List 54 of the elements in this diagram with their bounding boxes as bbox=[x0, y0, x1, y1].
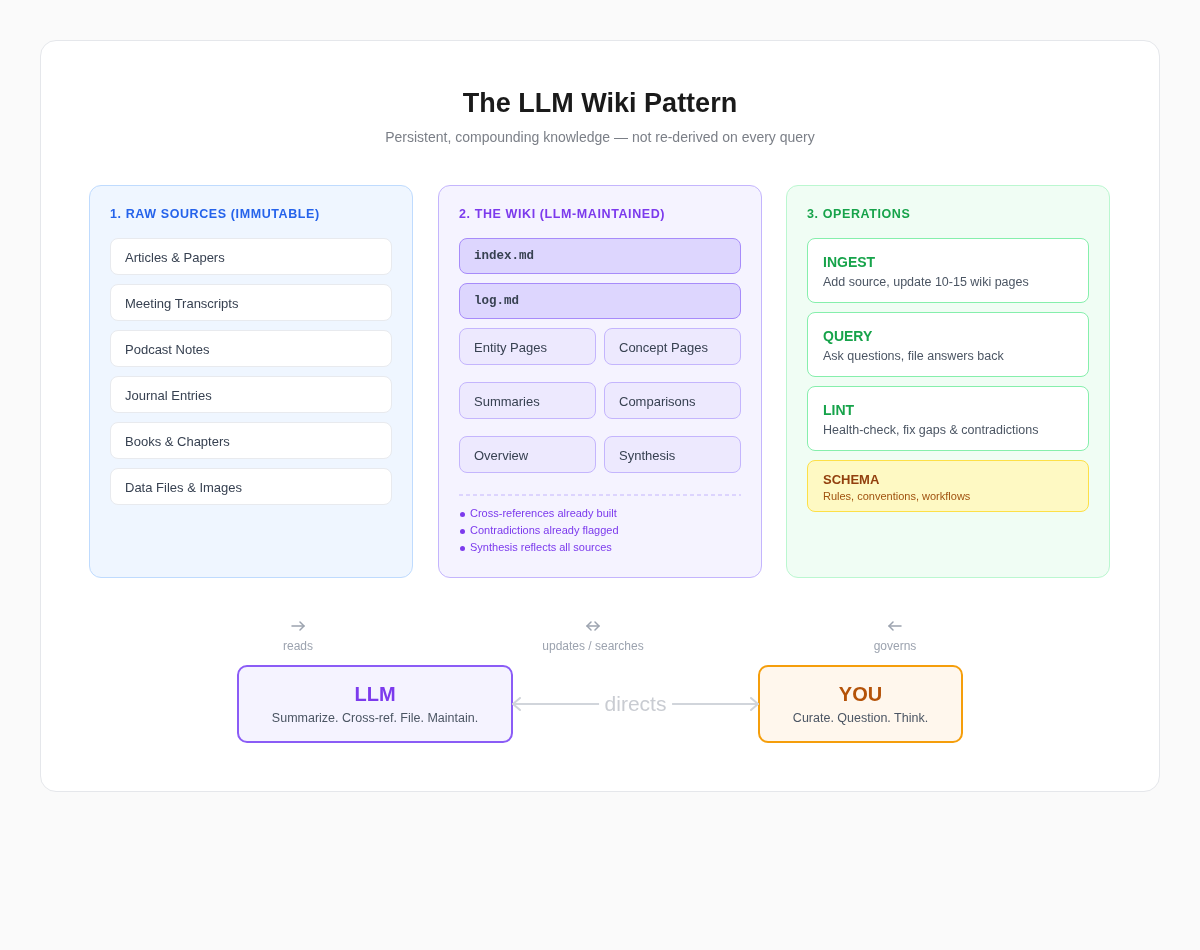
wiki-panel bbox=[438, 185, 762, 578]
item-label: log.md bbox=[474, 294, 519, 308]
item-label: Summaries bbox=[474, 393, 540, 408]
card-description: Add source, update 10-15 wiki pages bbox=[823, 275, 1029, 289]
card-description: Health-check, fix gaps & contradictions bbox=[823, 423, 1039, 437]
item-label: Entity Pages bbox=[474, 339, 547, 354]
item-label: Journal Entries bbox=[125, 387, 212, 402]
file-box bbox=[459, 283, 741, 319]
box-description: Summarize. Cross-ref. File. Maintain. bbox=[271, 711, 479, 725]
file-box bbox=[459, 238, 741, 274]
page-box bbox=[459, 436, 596, 473]
card-description: Ask questions, file answers back bbox=[823, 349, 1004, 363]
schema-card bbox=[807, 460, 1089, 512]
item-label: index.md bbox=[474, 249, 534, 263]
subtitle: Persistent, compounding knowledge — not re-derived on every query bbox=[385, 128, 815, 146]
diagram-title: The LLM Wiki Pattern bbox=[462, 88, 738, 118]
operation-card bbox=[807, 386, 1089, 451]
card-title: SCHEMA bbox=[823, 472, 880, 487]
item-label: Concept Pages bbox=[619, 339, 708, 354]
page-box bbox=[604, 436, 741, 473]
operations-panel bbox=[786, 185, 1110, 578]
page-box bbox=[604, 382, 741, 419]
card-title: LINT bbox=[823, 402, 855, 418]
source-panel bbox=[89, 185, 413, 578]
item-label: Podcast Notes bbox=[125, 341, 210, 356]
bullet-text: Contradictions already flagged bbox=[470, 524, 619, 536]
flow-label: governs bbox=[873, 638, 917, 654]
operation-card bbox=[807, 312, 1089, 377]
item-label: Articles & Papers bbox=[125, 249, 225, 264]
box-description: Curate. Question. Think. bbox=[792, 711, 929, 725]
flow-label: reads bbox=[283, 638, 313, 654]
item-label: Synthesis bbox=[619, 447, 676, 462]
bullet-text: Synthesis reflects all sources bbox=[470, 541, 612, 553]
page-box bbox=[459, 328, 596, 365]
card-title: QUERY bbox=[823, 328, 873, 344]
item-label: Overview bbox=[474, 447, 529, 462]
page-box bbox=[604, 328, 741, 365]
item-label: Meeting Transcripts bbox=[125, 295, 239, 310]
page-box bbox=[459, 382, 596, 419]
card-title: INGEST bbox=[823, 254, 876, 270]
operation-card bbox=[807, 238, 1089, 303]
item-label: Data Files & Images bbox=[125, 479, 243, 494]
item-label: Books & Chapters bbox=[125, 433, 230, 448]
agent-box bbox=[237, 665, 513, 743]
box-title: LLM bbox=[354, 683, 396, 706]
flow-label: updates / searches bbox=[542, 638, 644, 654]
panel-heading: 3. OPERATIONS bbox=[807, 207, 911, 221]
user-box bbox=[758, 665, 963, 743]
card-description: Rules, conventions, workflows bbox=[823, 490, 971, 502]
panel-heading: 2. THE WIKI (LLM-MAINTAINED) bbox=[459, 207, 666, 221]
box-title: YOU bbox=[838, 683, 883, 706]
panel-heading: 1. RAW SOURCES (IMMUTABLE) bbox=[110, 207, 320, 221]
bullet-text: Cross-references already built bbox=[470, 507, 617, 519]
item-label: Comparisons bbox=[619, 393, 696, 408]
